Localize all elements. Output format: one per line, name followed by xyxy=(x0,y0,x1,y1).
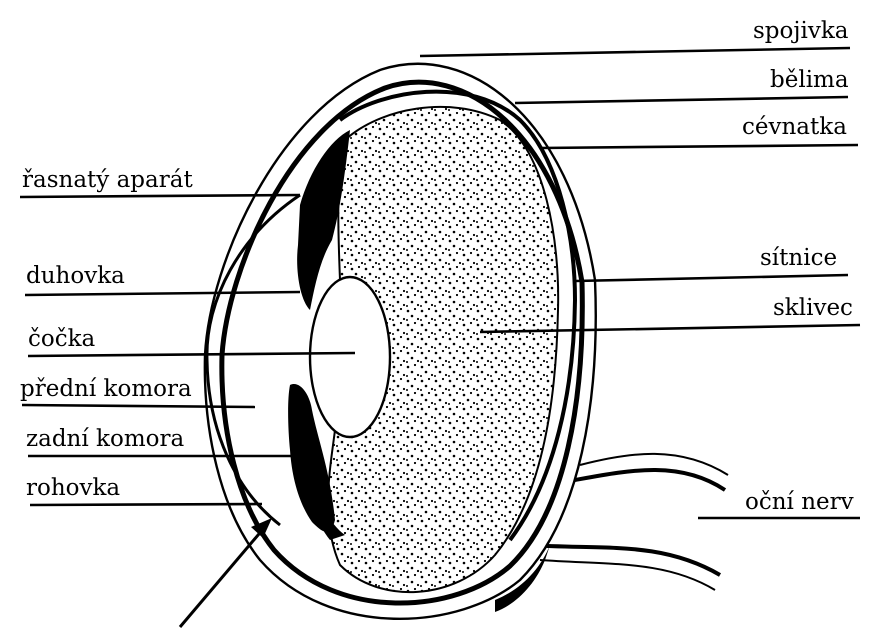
label-zadni-komora: zadní komora xyxy=(26,426,184,452)
label-predni-komora: přední komora xyxy=(20,376,192,402)
label-rohovka: rohovka xyxy=(26,475,120,501)
label-cocka: čočka xyxy=(28,326,96,352)
lens xyxy=(310,277,390,437)
label-belima: bělima xyxy=(770,67,849,93)
label-duhovka: duhovka xyxy=(26,263,125,289)
label-ocni-nerv: oční nerv xyxy=(745,489,854,515)
label-rasnaty-aparat: řasnatý aparát xyxy=(22,167,193,193)
label-sklivec: sklivec xyxy=(773,295,853,321)
label-cevnatka: cévnatka xyxy=(742,114,847,140)
pointer-arrow xyxy=(180,518,272,627)
label-sitnice: sítnice xyxy=(760,245,837,271)
label-spojivka: spojivka xyxy=(753,18,849,44)
